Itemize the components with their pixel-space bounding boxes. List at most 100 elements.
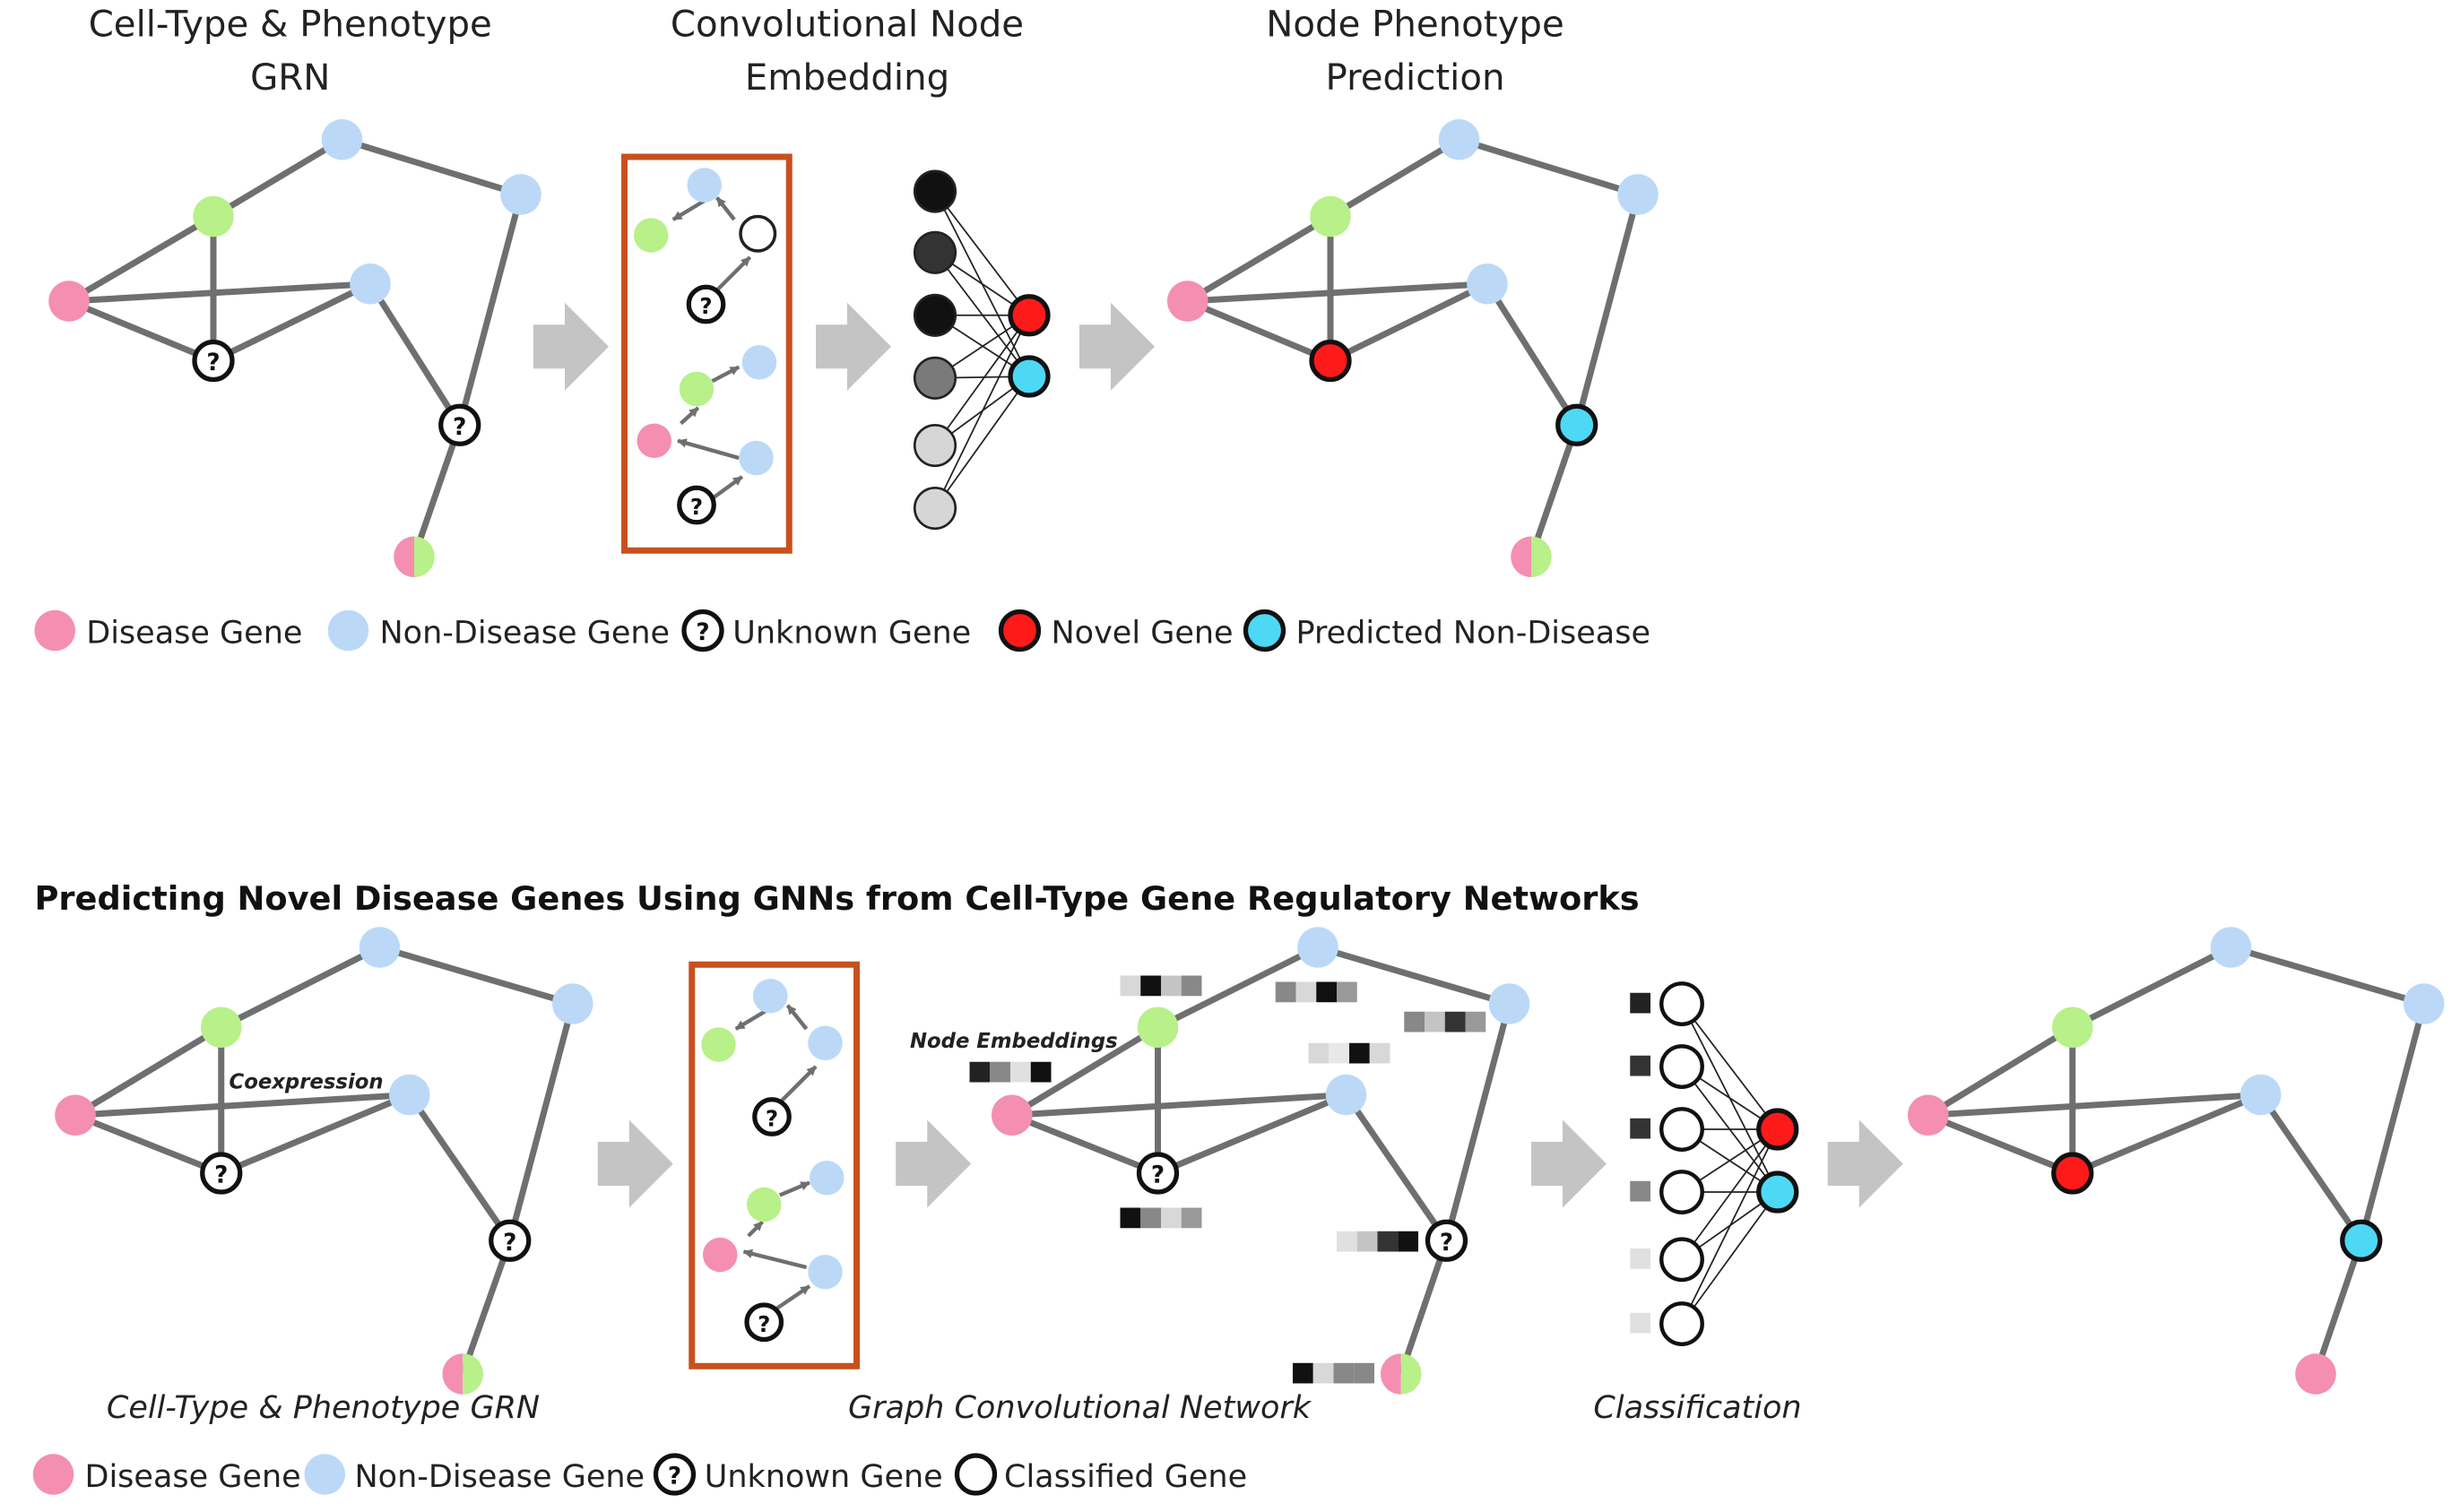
gcn-graph: Node Embeddings xyxy=(910,927,1530,1395)
node-embeddings-label: Node Embeddings xyxy=(910,1030,1118,1053)
non-disease-gene-node xyxy=(753,979,788,1014)
legend-unknown-swatch: ? xyxy=(681,609,724,652)
input-feature xyxy=(1630,1312,1650,1334)
input-neuron xyxy=(913,230,957,274)
question-mark-icon: ? xyxy=(668,1464,681,1490)
question-mark-icon: ? xyxy=(206,350,220,376)
legend-predicted-swatch xyxy=(1243,609,1286,652)
novel-gene-node xyxy=(1309,339,1352,383)
unknown-gene-node: ? xyxy=(192,339,235,383)
predicted-non-disease-node xyxy=(1555,403,1598,446)
embedding-vector xyxy=(1308,1042,1390,1064)
top-title-grn-line2: GRN xyxy=(250,57,330,99)
input-feature xyxy=(1630,992,1650,1014)
legend-novel-label: Novel Gene xyxy=(1052,616,1234,652)
question-mark-icon: ? xyxy=(1440,1230,1453,1257)
disease-gene-node xyxy=(992,1094,1033,1136)
right-arrow-icon xyxy=(896,1119,972,1208)
input-neuron xyxy=(913,356,957,400)
input-neuron xyxy=(913,293,957,337)
coexpressed-gene-node xyxy=(1310,195,1351,238)
legend-unknown-label: Unknown Gene xyxy=(705,1459,943,1495)
input-neuron xyxy=(913,423,957,468)
non-disease-gene-node xyxy=(1297,927,1338,968)
non-disease-gene-node xyxy=(1438,119,1480,160)
non-disease-gene-node xyxy=(552,983,593,1024)
coexpressed-gene-node xyxy=(2052,1007,2093,1048)
coexpressed-gene-node xyxy=(701,1027,736,1062)
non-disease-gene-node xyxy=(2404,983,2445,1024)
bottom-predicted-graph xyxy=(1908,927,2445,1395)
top-section: Cell-Type & Phenotype GRN Convolutional … xyxy=(34,4,1659,652)
unknown-gene-node: ? xyxy=(1425,1219,1468,1262)
top-title-embedding-line2: Embedding xyxy=(745,57,949,99)
right-arrow-icon xyxy=(597,1119,673,1208)
input-feature xyxy=(1630,1248,1650,1269)
output-neuron-novel xyxy=(1008,294,1051,337)
non-disease-gene-node xyxy=(741,345,777,380)
output-neuron-non-disease xyxy=(1008,355,1051,398)
question-mark-icon: ? xyxy=(1151,1162,1165,1189)
top-embedding-box: ? ? xyxy=(621,153,793,554)
non-disease-gene-node xyxy=(808,1025,843,1060)
coexpressed-gene-node xyxy=(193,195,234,238)
non-disease-gene-node xyxy=(350,264,391,305)
input-feature xyxy=(1630,1118,1650,1139)
bottom-title: Predicting Novel Disease Genes Using GNN… xyxy=(35,879,1640,918)
top-title-grn-line1: Cell-Type & Phenotype xyxy=(89,4,492,45)
disease-gene-node xyxy=(1167,281,1208,322)
unknown-gene-node: ? xyxy=(677,485,716,525)
input-neuron xyxy=(1659,1237,1704,1283)
disease-gene-node xyxy=(48,281,90,322)
legend-classified-label: Classified Gene xyxy=(1004,1459,1247,1495)
caption-classification: Classification xyxy=(1593,1390,1801,1426)
legend-classified-swatch xyxy=(954,1453,998,1496)
caption-gcn: Graph Convolutional Network xyxy=(848,1390,1312,1426)
legend-non-disease-swatch xyxy=(327,609,369,652)
question-mark-icon: ? xyxy=(758,1311,770,1337)
legend-disease-swatch xyxy=(34,609,75,652)
embedding-vector xyxy=(1120,1207,1202,1229)
embedding-vector xyxy=(1404,1011,1486,1032)
output-neuron-novel xyxy=(1756,1108,1799,1151)
unknown-gene-node: ? xyxy=(200,1152,243,1195)
coexpressed-gene-node xyxy=(201,1007,242,1048)
question-mark-icon: ? xyxy=(453,414,466,441)
non-disease-gene-node xyxy=(389,1074,430,1116)
right-arrow-icon xyxy=(1531,1119,1607,1208)
legend-predicted-label: Predicted Non-Disease xyxy=(1296,616,1651,652)
bottom-section: Predicting Novel Disease Genes Using GNN… xyxy=(32,879,2445,1496)
coexpressed-gene-node xyxy=(747,1187,782,1223)
top-title-embedding-line1: Convolutional Node xyxy=(671,4,1024,45)
right-arrow-icon xyxy=(1827,1119,1903,1208)
legend-non-disease-label: Non-Disease Gene xyxy=(380,616,671,652)
legend-disease-swatch xyxy=(32,1454,74,1495)
embedding-vector xyxy=(1337,1231,1418,1252)
right-arrow-icon xyxy=(1079,302,1155,391)
unknown-gene-node: ? xyxy=(686,284,726,324)
top-legend: Disease Gene Non-Disease Gene ? Unknown … xyxy=(34,609,1651,652)
non-disease-gene-node xyxy=(810,1161,845,1196)
question-mark-icon: ? xyxy=(699,293,712,319)
non-disease-gene-node xyxy=(359,927,401,968)
non-disease-gene-node xyxy=(739,440,774,476)
non-disease-gene-node xyxy=(2210,927,2252,968)
top-title-prediction-line2: Prediction xyxy=(1326,57,1505,99)
legend-non-disease-swatch xyxy=(304,1454,345,1495)
embedding-vector xyxy=(1275,981,1357,1003)
non-disease-gene-node xyxy=(1488,983,1530,1024)
bottom-embedding-box: ? ? xyxy=(689,961,860,1369)
mixed-gene-node xyxy=(394,536,435,577)
mixed-gene-node xyxy=(442,1353,483,1395)
predicted-non-disease-node xyxy=(2340,1219,2383,1262)
embedding-vector xyxy=(1293,1362,1374,1384)
coexpressed-gene-node xyxy=(634,218,669,253)
question-mark-icon: ? xyxy=(696,619,709,646)
unknown-gene-node: ? xyxy=(1136,1152,1180,1195)
non-disease-gene-node xyxy=(1325,1074,1367,1116)
bottom-legend: Disease Gene Non-Disease Gene ? Unknown … xyxy=(32,1453,1247,1496)
disease-gene-node xyxy=(637,423,671,458)
unknown-gene-node: ? xyxy=(744,1302,784,1343)
